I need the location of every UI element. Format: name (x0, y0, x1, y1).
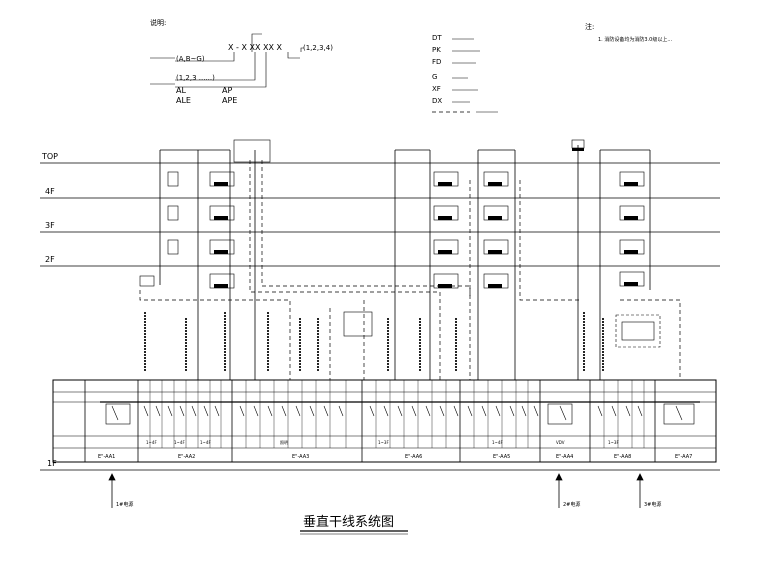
legend-heading: 说明: (150, 18, 166, 27)
notes-line1: 1. 消防设备均为消防3.0级以上... (598, 36, 672, 43)
floor-label-2f: 2F (45, 255, 55, 264)
floor-label-3f: 3F (45, 221, 55, 230)
notes-heading: 注: (585, 22, 594, 31)
panel-func-1: 1~4F (146, 440, 157, 445)
incoming-3: 3#电源 (644, 501, 661, 508)
panel-func-4: 照明 (280, 440, 288, 445)
floor-label-4f: 4F (45, 187, 55, 196)
signal-lines (139, 160, 681, 380)
panel-code-8: E"-AA7 (675, 454, 692, 460)
panel-code-6: E"-AA4 (556, 454, 573, 460)
panel-func-3: 1~4F (200, 440, 211, 445)
type-ape: APE (222, 96, 237, 105)
floor-boxes (139, 139, 661, 348)
label-letters: (A,B~G) (176, 55, 205, 63)
panel-code-3: E"-AA3 (292, 454, 309, 460)
panel-code-7: E"-AA8 (614, 454, 631, 460)
legend-code-fd: FD (432, 58, 441, 66)
legend-code-pk: PK (432, 46, 441, 54)
type-ap: AP (222, 86, 232, 95)
legend-code-dt: DT (432, 34, 442, 42)
type-al: AL (176, 86, 186, 95)
floor-label-1f: 1F (47, 459, 57, 468)
breaker-blocks (214, 148, 638, 288)
code-template: X - X XX XX X (228, 43, 282, 52)
panel-code-2: E"-AA2 (178, 454, 195, 460)
switchboard (52, 379, 717, 463)
label-series: (1,2,3 ......) (176, 74, 215, 82)
legend-code-g: G (432, 73, 437, 81)
legend-left: 说明: X - X XX XX X (1,2,3,4) (A,B~G) (1,2… (150, 18, 333, 105)
panel-code-5: E"-AA5 (493, 454, 510, 460)
risers (159, 145, 651, 380)
incoming-2: 2#电源 (563, 501, 580, 508)
panel-code-4: E"-AA6 (405, 454, 422, 460)
panel-func-6: 1~4F (492, 440, 503, 445)
incoming-1: 1#电源 (116, 501, 133, 508)
legend-code-xf: XF (432, 85, 441, 93)
floor-label-top: TOP (41, 152, 58, 161)
panel-func-7: VDV (556, 440, 565, 445)
panel-func-2: 1~4F (174, 440, 185, 445)
panel-func-5: 1~3F (378, 440, 389, 445)
notes: 注: 1. 消防设备均为消防3.0级以上... (585, 22, 672, 43)
floor-lines (40, 162, 720, 471)
cable-marks (144, 312, 604, 372)
panel-code-1: E"-AA1 (98, 454, 115, 460)
panel-func-8: 1~3F (608, 440, 619, 445)
legend-mid: DT PK FD G XF DX (432, 34, 498, 113)
legend-code-dx: DX (432, 97, 442, 105)
label-tail: (1,2,3,4) (303, 44, 333, 52)
diagram-title: 垂直干线系统图 (303, 515, 394, 530)
incoming-supply (108, 473, 644, 508)
type-ale: ALE (176, 96, 191, 105)
